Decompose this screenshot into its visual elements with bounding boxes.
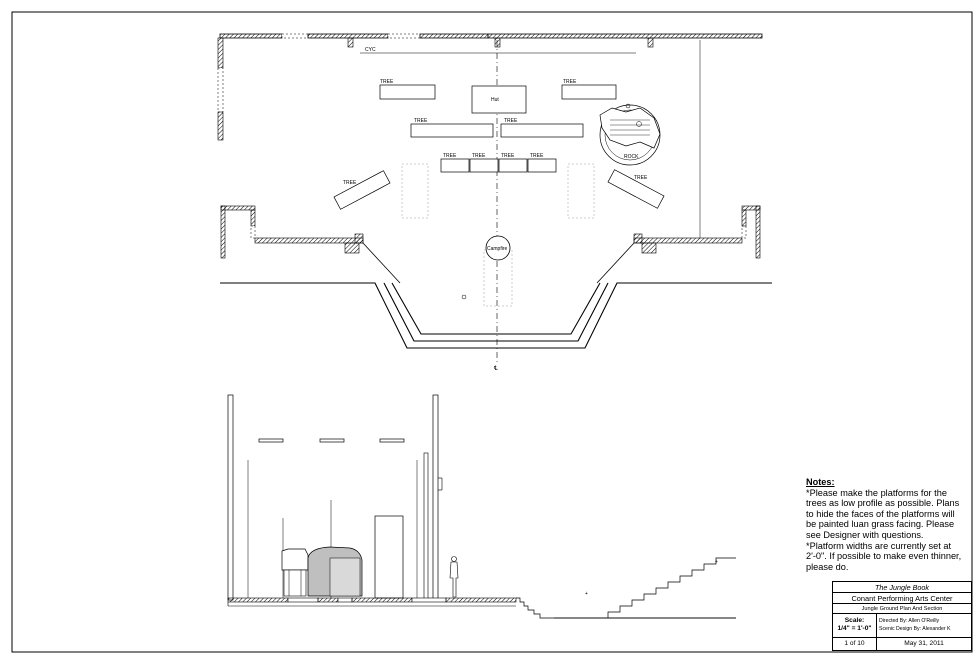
tree-label: TREE bbox=[472, 153, 486, 159]
venue-name: Conant Performing Arts Center bbox=[833, 593, 971, 604]
section-mark: + bbox=[715, 559, 718, 565]
tree-platform bbox=[527, 158, 557, 173]
cyc-label: CYC bbox=[365, 47, 376, 53]
stage-deck bbox=[227, 597, 289, 603]
tree-label: TREE bbox=[414, 118, 428, 124]
rock-unit: ROCK bbox=[599, 103, 661, 166]
tree-label: TREE bbox=[504, 118, 518, 124]
stage-deck bbox=[317, 597, 339, 603]
designer-credit: Scenic Design By: Alexander K bbox=[879, 626, 951, 632]
house-seating-steps bbox=[607, 557, 736, 618]
masking-outline bbox=[401, 163, 429, 219]
upstage-wall bbox=[219, 33, 763, 48]
masking-outline bbox=[567, 163, 595, 219]
page-date-row: 1 of 10 May 31, 2011 bbox=[833, 638, 971, 650]
scale-credits-row: Scale: 1/4" = 1'-0" Directed By: Allen O… bbox=[833, 614, 971, 638]
rock-section bbox=[307, 546, 363, 597]
notes-heading: Notes: bbox=[806, 477, 835, 487]
house-risers bbox=[516, 597, 736, 619]
drawing-date: May 31, 2011 bbox=[904, 640, 944, 647]
stage-deck bbox=[445, 597, 517, 603]
tree-platform bbox=[561, 84, 617, 100]
tree-label: TREE bbox=[443, 153, 457, 159]
notes-block: Notes: *Please make the platforms for th… bbox=[806, 477, 966, 572]
left-wall bbox=[217, 37, 224, 141]
tree-platform bbox=[607, 169, 665, 209]
drawing-title: Jungle Ground Plan And Section bbox=[833, 604, 971, 614]
director-credit: Directed By: Allen O'Reilly bbox=[879, 618, 940, 624]
proscenium-wall bbox=[423, 452, 429, 601]
scenic-flat bbox=[374, 515, 404, 599]
tree-label: TREE bbox=[501, 153, 515, 159]
ground-plan: CYC ℄ TREE TREE Hut TREE TREE TREE TREE … bbox=[217, 33, 772, 372]
tree-label: TREE bbox=[380, 79, 394, 85]
campfire bbox=[485, 235, 511, 261]
stage-deck bbox=[287, 597, 319, 603]
hut-label: Hut bbox=[491, 97, 499, 103]
scale-figure bbox=[449, 556, 459, 598]
hut-section bbox=[281, 548, 309, 597]
scale-cell: Scale: 1/4" = 1'-0" bbox=[833, 614, 877, 637]
tree-platform bbox=[498, 158, 528, 173]
stage-deck bbox=[351, 597, 413, 603]
page-number: 1 of 10 bbox=[833, 638, 877, 650]
batten bbox=[258, 438, 284, 443]
tree-platform bbox=[410, 123, 494, 138]
show-title: The Jungle Book bbox=[833, 582, 971, 593]
note-item: *Platform widths are currently set at 2'… bbox=[806, 540, 962, 572]
note-item: *Please make the platforms for the trees… bbox=[806, 487, 960, 540]
tree-label: TREE bbox=[530, 153, 544, 159]
hut-platform bbox=[471, 85, 527, 114]
rock-label: ROCK bbox=[624, 154, 639, 160]
scale-label: Scale: bbox=[844, 617, 865, 624]
tree-label: TREE bbox=[563, 79, 577, 85]
tree-platform bbox=[379, 84, 436, 100]
tree-platform bbox=[333, 170, 391, 210]
campfire-label: Campfire bbox=[487, 246, 508, 252]
section-mark: + bbox=[585, 591, 588, 597]
stage-deck bbox=[411, 597, 447, 603]
credits-cell: Directed By: Allen O'Reilly Scenic Desig… bbox=[877, 614, 971, 637]
stage-deck bbox=[337, 597, 353, 603]
back-wall bbox=[227, 394, 234, 601]
tree-label: TREE bbox=[634, 175, 648, 181]
sheet-border bbox=[11, 11, 973, 653]
proscenium-wall bbox=[432, 394, 439, 601]
batten bbox=[379, 438, 405, 443]
scale-value: 1/4" = 1'-0" bbox=[837, 625, 872, 632]
section-view: + + bbox=[227, 394, 736, 619]
tree-platform bbox=[440, 158, 470, 173]
title-block: The Jungle Book Conant Performing Arts C… bbox=[832, 581, 972, 651]
proscenium bbox=[220, 205, 761, 259]
batten bbox=[319, 438, 345, 443]
apron bbox=[220, 242, 772, 349]
tree-platform bbox=[469, 158, 499, 173]
tree-label: TREE bbox=[343, 180, 357, 186]
tree-platform bbox=[500, 123, 584, 138]
center-line-label: ℄ bbox=[493, 366, 498, 372]
spike-mark bbox=[461, 294, 467, 300]
